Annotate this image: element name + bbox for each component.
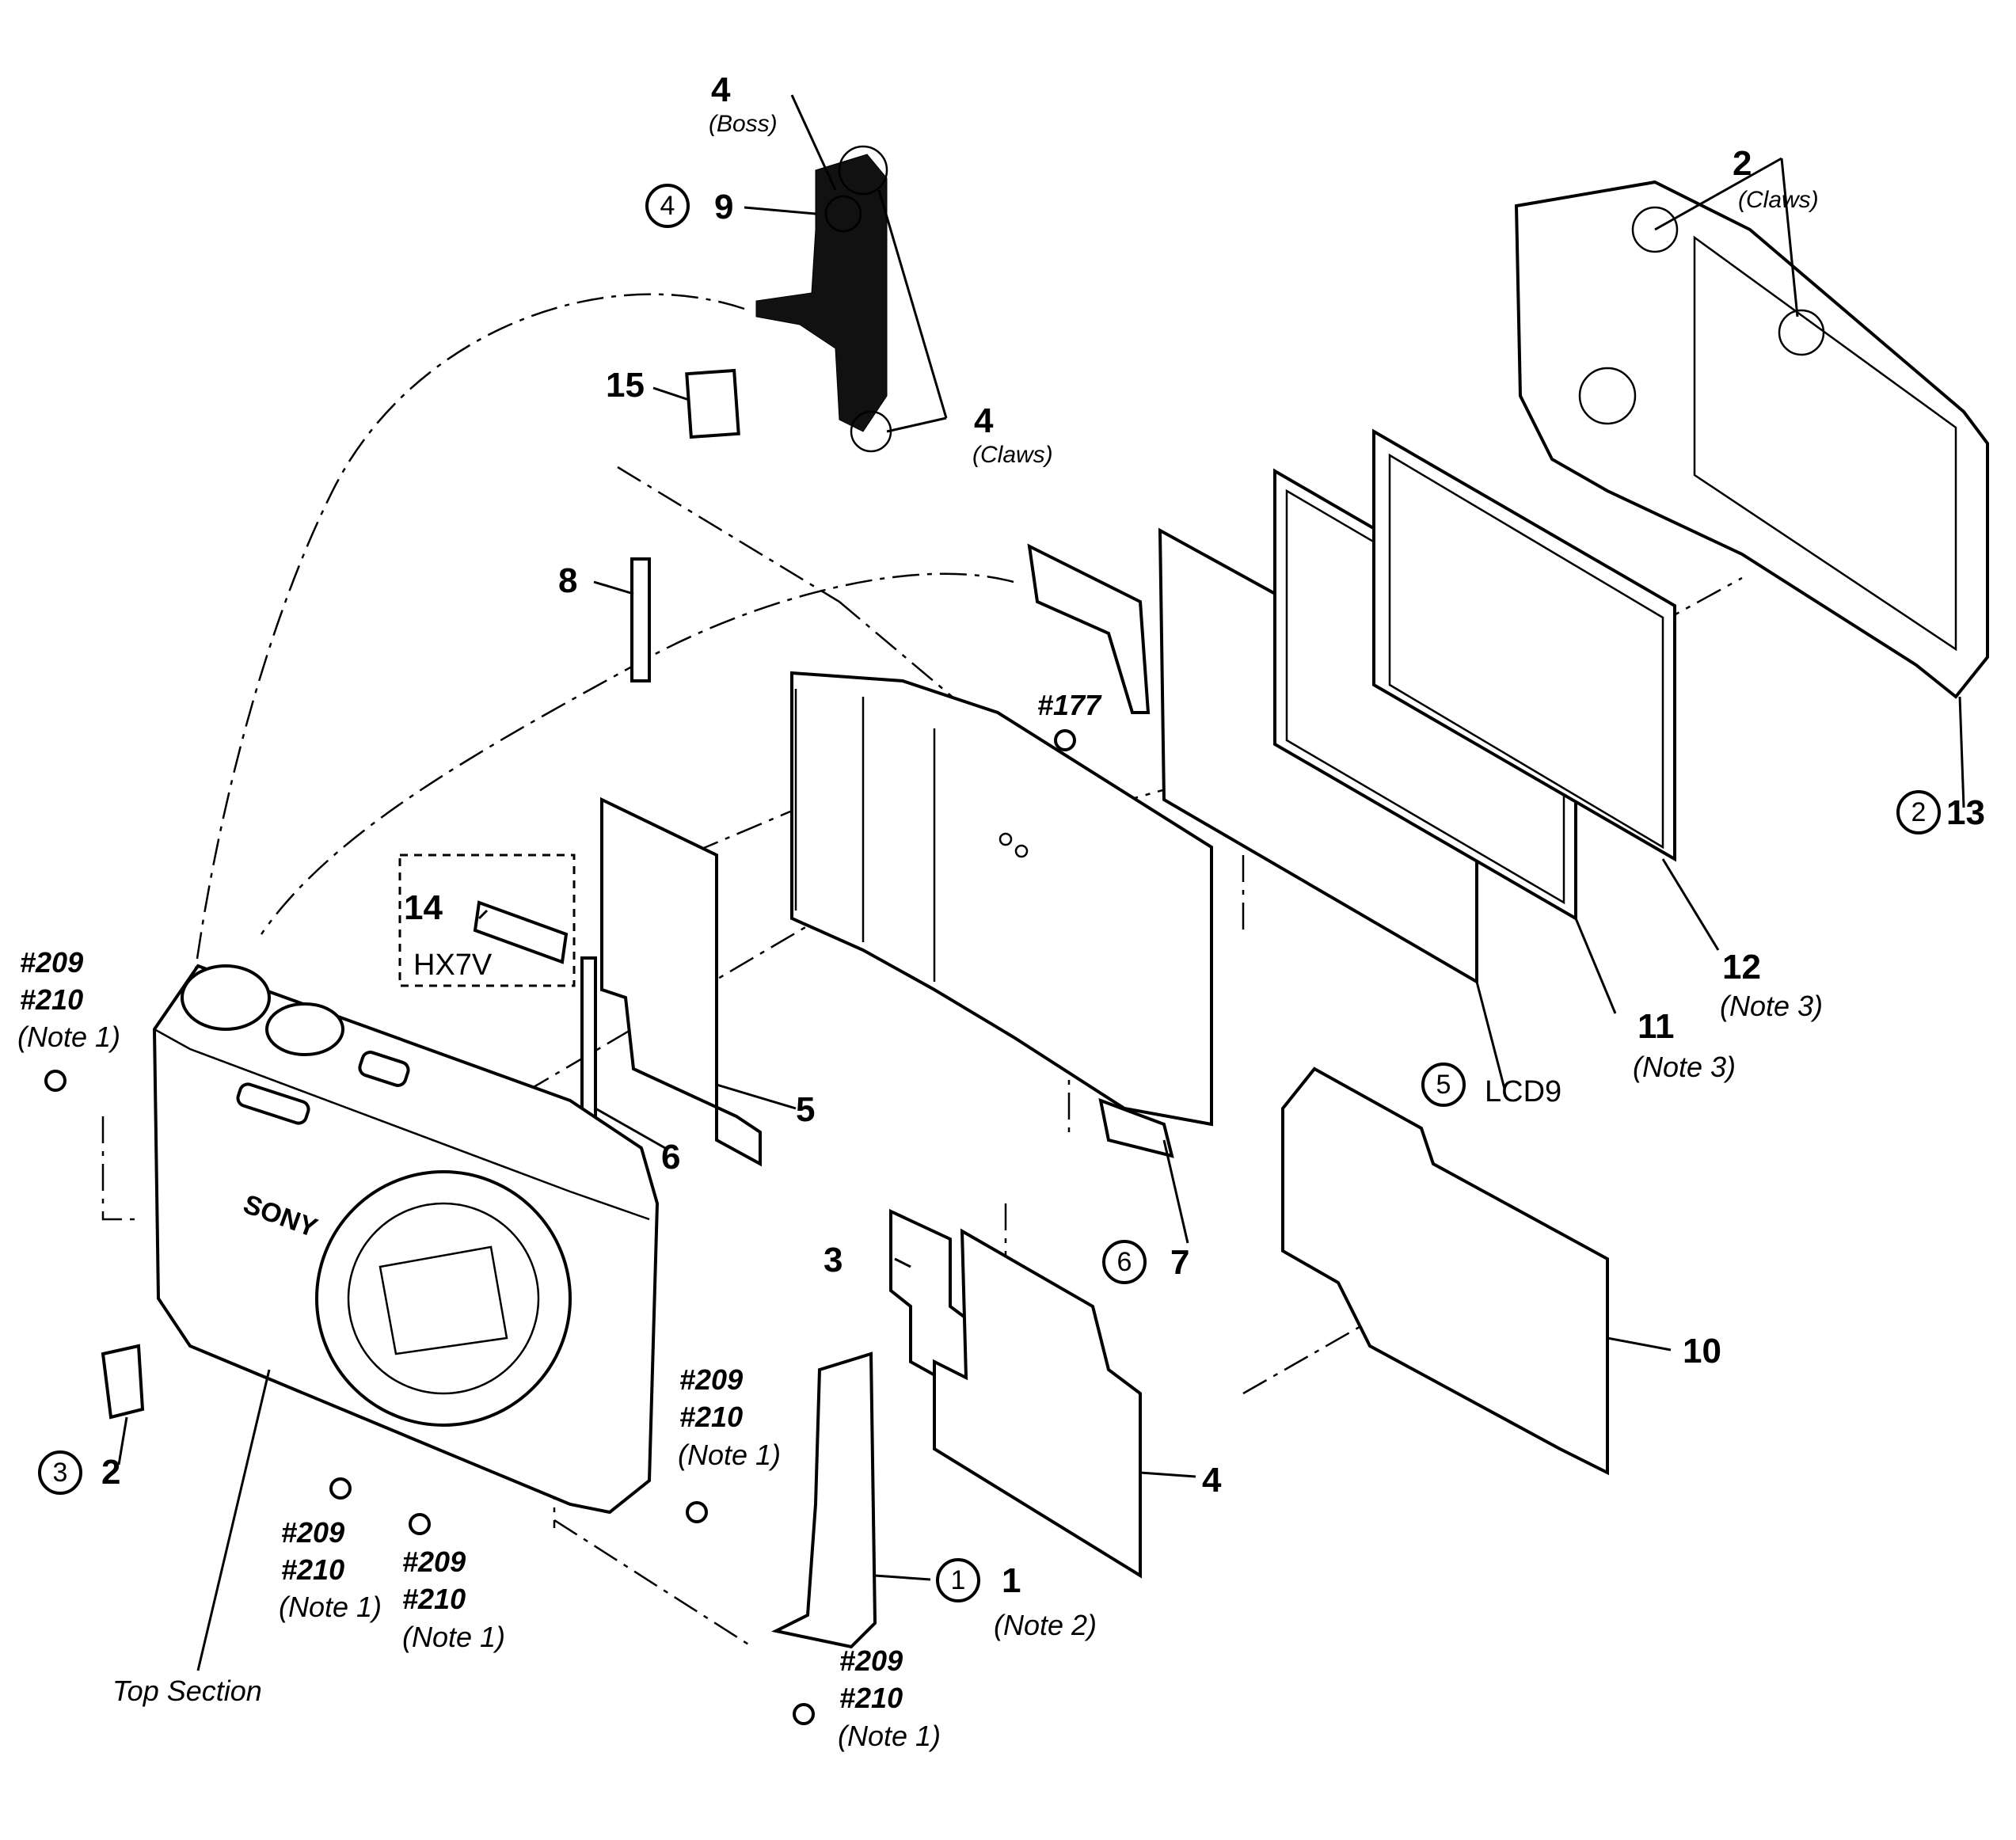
callout-8-number: 8 xyxy=(558,561,578,600)
callout-12-note: (Note 3) xyxy=(1720,990,1824,1022)
callout-note1-b3: (Note 1) xyxy=(838,1720,941,1752)
callout-note1-b2: (Note 1) xyxy=(402,1621,506,1653)
callout-1-step: 1 xyxy=(936,1558,980,1602)
callout-4-boss-text: (Boss) xyxy=(709,111,778,137)
callout-210-b1: #210 xyxy=(281,1553,345,1586)
part-4-board xyxy=(933,1228,1142,1579)
callout-210-mid: #210 xyxy=(679,1401,744,1433)
callout-note1-mid: (Note 1) xyxy=(678,1439,782,1471)
callout-10-number: 10 xyxy=(1683,1332,1721,1370)
leader-lines xyxy=(117,94,1965,1671)
callout-209-b1: #209 xyxy=(281,1516,345,1549)
callout-209-b3: #209 xyxy=(839,1644,903,1677)
main-frame xyxy=(790,671,1213,1158)
callout-209-left: #209 xyxy=(20,946,84,979)
part-8-bracket xyxy=(630,557,651,682)
callout-9-step: 4 xyxy=(645,184,690,228)
callout-210-left: #210 xyxy=(20,983,84,1016)
callout-177-screw: #177 xyxy=(1037,689,1101,721)
camera-body: SONY xyxy=(152,964,660,1515)
callout-13-number: 13 xyxy=(1946,793,1985,832)
callout-11-note: (Note 3) xyxy=(1633,1051,1736,1083)
flex-cable xyxy=(1027,543,1151,714)
callout-3-number: 3 xyxy=(824,1241,843,1279)
part-14-hx7v-box xyxy=(398,853,576,987)
callout-4-claws-number: 4 xyxy=(974,401,994,440)
callout-210-b3: #210 xyxy=(839,1682,903,1714)
callout-2-number: 2 xyxy=(101,1453,121,1492)
callout-2-step: 3 xyxy=(38,1450,82,1495)
callout-2-claws-number: 2 xyxy=(1733,144,1752,183)
part-2-button xyxy=(101,1344,145,1420)
callout-lcd-step: 5 xyxy=(1421,1063,1466,1107)
callout-note1-b1: (Note 1) xyxy=(279,1591,382,1623)
part-15-sheet xyxy=(685,368,740,439)
part-12-frame xyxy=(1372,428,1676,862)
callout-15-number: 15 xyxy=(606,366,645,405)
callout-4-boss-number: 4 xyxy=(711,70,731,109)
callout-209-b2: #209 xyxy=(402,1545,466,1578)
callout-12-number: 12 xyxy=(1722,948,1761,987)
top-section-label: Top Section xyxy=(112,1675,262,1707)
callout-1-number: 1 xyxy=(1002,1561,1021,1600)
callout-7-step: 6 xyxy=(1102,1240,1147,1284)
callout-1-note: (Note 2) xyxy=(994,1609,1097,1641)
callout-11-number: 11 xyxy=(1638,1007,1675,1046)
callout-209-mid: #209 xyxy=(679,1363,744,1396)
part-13-rear-cover xyxy=(1514,180,1989,699)
part-5-sheet xyxy=(600,796,762,1167)
callout-2-claws-text: (Claws) xyxy=(1738,187,1819,213)
callout-6-number: 6 xyxy=(661,1138,681,1177)
callout-9-number: 9 xyxy=(714,188,734,226)
callout-210-b2: #210 xyxy=(402,1583,466,1615)
part-1-cover xyxy=(770,1351,877,1649)
callout-5-number: 5 xyxy=(796,1090,816,1129)
callout-4-board-number: 4 xyxy=(1202,1461,1222,1500)
callout-14-number: 14 xyxy=(404,888,443,927)
callout-13-step: 2 xyxy=(1896,790,1941,834)
screws xyxy=(44,729,1076,1725)
part-9-bracket xyxy=(755,145,892,453)
callout-lcd-text: LCD9 xyxy=(1485,1075,1562,1108)
callout-14-model: HX7V xyxy=(413,949,493,982)
callout-note1-left: (Note 1) xyxy=(17,1021,121,1053)
callout-4-claws-text: (Claws) xyxy=(972,442,1053,468)
part-10-board xyxy=(1281,1066,1609,1476)
callout-7-number: 7 xyxy=(1170,1243,1190,1282)
